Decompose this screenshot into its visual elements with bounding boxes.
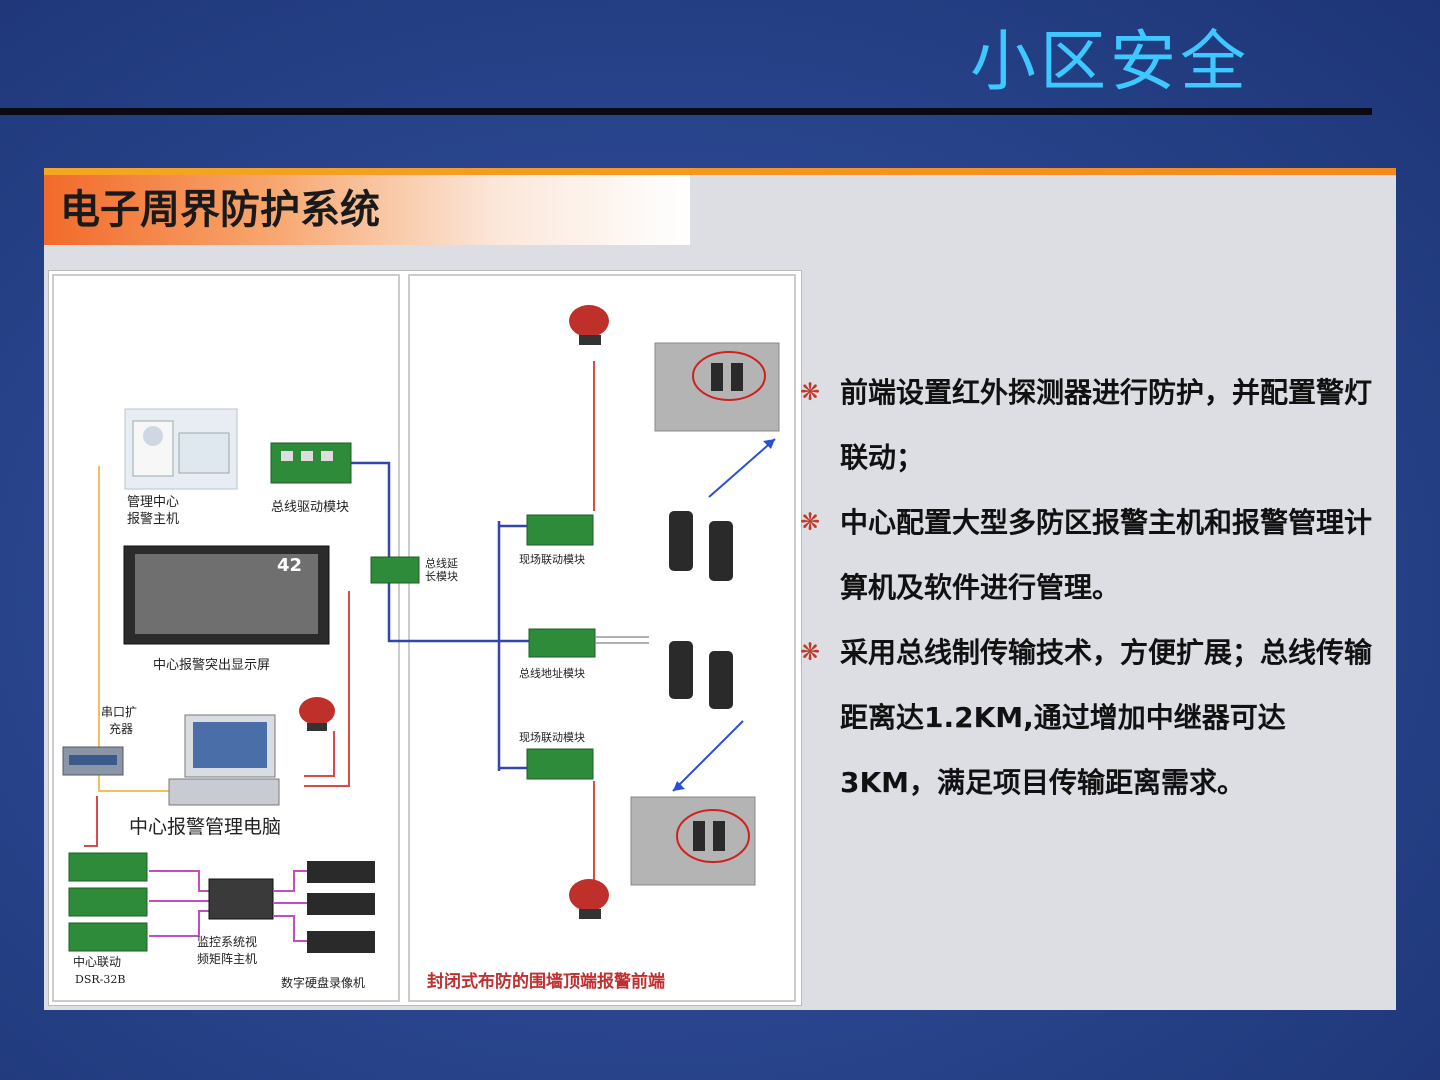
bus-address-label: 总线地址模块 [519,666,585,680]
beam-arrowhead-down [673,781,685,791]
siren-icon-top [569,305,609,345]
beam-arrowhead-up [763,439,775,449]
alarm-display-screen [123,545,330,645]
alarm-pc-icon [168,714,280,806]
subtitle-text: 电子周界防护系统 [60,187,380,233]
display-size-label: 42 [277,555,302,576]
orange-divider [44,168,1396,175]
siren-line [304,731,335,777]
serial-expander-label-2: 充器 [109,721,133,736]
matrix-label-2: 频矩阵主机 [197,952,257,966]
bullet-item-3: ❋ 采用总线制传输技术，方便扩展；总线传输距离达1.2KM,通过增加中继器可达3… [800,620,1380,815]
site-linkage-board-2 [526,748,594,780]
bus-extender-label-1: 总线延 [425,556,458,570]
infrared-detector-pair-1 [669,511,733,581]
display-line [304,591,350,787]
perimeter-system-diagram: 管理中心 报警主机 总线驱动模块 总线延 长模块 42 中心报警突出显示屏 串口… [48,270,802,1006]
beam-arrow-up [708,438,776,498]
alarm-display-label: 中心报警突出显示屏 [153,657,270,673]
dvr-line-3 [274,915,307,942]
site-linkage-label-1: 现场联动模块 [519,552,585,566]
matrix-label-1: 监控系统视 [197,934,257,949]
bullet-item-2: ❋ 中心配置大型多防区报警主机和报警管理计算机及软件进行管理。 [800,490,1380,620]
bus-extender-board [370,556,420,584]
bullet-item-1: ❋ 前端设置红外探测器进行防护，并配置警灯联动； [800,360,1380,490]
left-panel-frame [52,274,400,1002]
matrix-line-1 [149,870,209,892]
subtitle-banner: 电子周界防护系统 [44,175,690,245]
dvr-stack-icon [307,861,375,953]
pc-linkage-line [84,796,98,847]
management-host-icon [124,408,238,490]
siren-icon-bottom [569,879,609,919]
serial-expander-icon [62,746,124,776]
host-serial-line [98,466,169,792]
matrix-host-icon [208,878,274,920]
bullet-marker-icon: ❋ [800,638,821,666]
bus-extender-label-2: 长模块 [425,570,458,583]
matrix-line-3 [149,910,209,937]
site-linkage-label-2: 现场联动模块 [519,730,585,744]
bus-line-main [349,461,499,643]
dvr-line-1 [274,870,307,892]
alarm-pc-label: 中心报警管理电脑 [129,816,281,838]
site-linkage-board-1 [526,514,594,546]
bus-driver-label: 总线驱动模块 [271,500,349,515]
bus-address-board [528,628,596,658]
linkage-label-1: 中心联动 [73,954,121,969]
beam-arrow-down [672,720,744,792]
infrared-detector-pair-2 [669,641,733,709]
bullet-text-1: 前端设置红外探测器进行防护，并配置警灯联动； [840,376,1373,474]
wall-photo-top [654,342,780,432]
center-host-label-1: 管理中心 [127,495,179,510]
front-end-caption: 封闭式布防的围墙顶端报警前端 [427,971,665,992]
bus-driver-board [270,442,352,484]
bullet-text-2: 中心配置大型多防区报警主机和报警管理计算机及软件进行管理。 [840,506,1373,604]
linkage-board-stack [68,852,148,952]
linkage-label-2: DSR-32B [75,973,125,986]
center-host-label-2: 报警主机 [127,511,179,527]
wall-photo-bottom [630,796,756,886]
slide-title: 小区安全 [970,23,1250,100]
bullet-marker-icon: ❋ [800,508,821,536]
dvr-label: 数字硬盘录像机 [281,975,365,990]
bullet-list: ❋ 前端设置红外探测器进行防护，并配置警灯联动； ❋ 中心配置大型多防区报警主机… [800,360,1380,815]
bullet-marker-icon: ❋ [800,378,821,406]
right-panel-frame [408,274,796,1002]
serial-expander-label-1: 串口扩 [101,705,137,719]
bullet-text-3: 采用总线制传输技术，方便扩展；总线传输距离达1.2KM,通过增加中继器可达3KM… [840,636,1373,799]
siren-icon-left [299,697,335,731]
title-divider [0,108,1372,115]
